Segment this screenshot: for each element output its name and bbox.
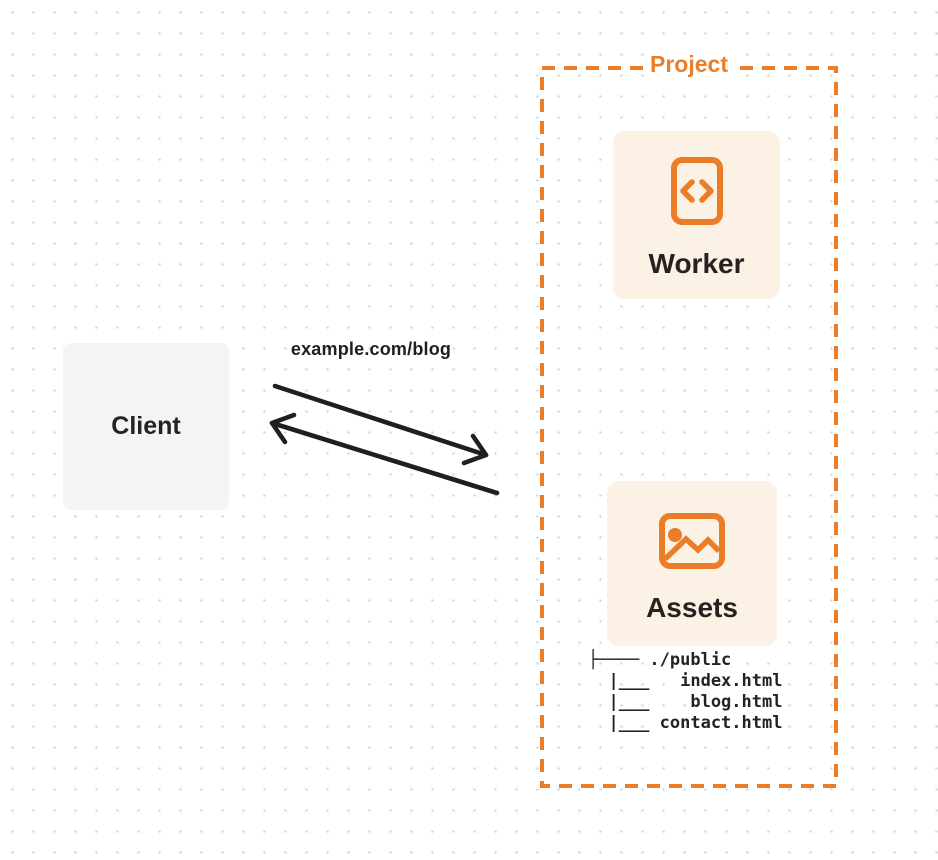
request-arrowhead-icon: [461, 433, 489, 466]
client-box: Client: [63, 343, 229, 510]
worker-card: Worker: [613, 131, 780, 299]
response-arrowhead-icon: [269, 412, 297, 445]
worker-label: Worker: [648, 248, 745, 279]
project-label: Project: [645, 51, 733, 78]
file-tree-line: |___ index.html: [588, 671, 783, 691]
request-arrow: [272, 383, 489, 466]
file-tree-line: |___ blog.html: [588, 692, 783, 712]
file-tree-line: ├──── ./public: [588, 650, 732, 670]
assets-card: Assets: [607, 481, 777, 646]
response-arrow: [269, 412, 500, 496]
image-icon-sun: [668, 528, 682, 542]
assets-label: Assets: [646, 592, 738, 623]
image-icon: [659, 513, 725, 569]
project-container-title: Project: [542, 51, 836, 78]
file-tree-line: |___ contact.html: [588, 713, 783, 733]
request-url-label: example.com/blog: [290, 339, 452, 359]
code-file-icon: [670, 157, 723, 225]
file-tree: ├──── ./public |___ index.html |___ blog…: [588, 650, 782, 734]
client-label: Client: [111, 412, 181, 440]
